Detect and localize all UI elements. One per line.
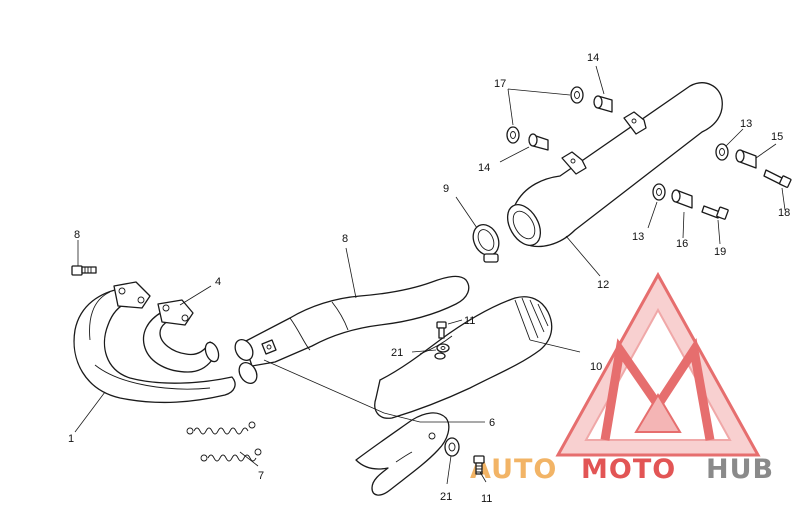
part-17-grommet-lower — [506, 126, 520, 144]
callout-7: 7 — [258, 470, 264, 482]
part-11-screw-lower — [473, 455, 485, 475]
part-4-rear-header-pipe — [142, 299, 220, 373]
part-17-grommet-upper — [570, 86, 584, 104]
callout-13-upper: 13 — [740, 118, 752, 130]
callout-11-lower: 11 — [481, 493, 492, 505]
part-12-silencer — [506, 82, 723, 248]
automotohub-logo — [555, 271, 761, 457]
watermark-hub: HUB — [706, 454, 774, 485]
callout-labels: 8 1 4 7 8 6 9 10 11 21 11 21 12 13 13 14… — [68, 52, 790, 505]
callout-11-upper: 11 — [464, 315, 475, 327]
callout-16: 16 — [676, 238, 688, 250]
callout-15: 15 — [771, 131, 783, 143]
part-18-bolt — [763, 169, 792, 188]
callout-6: 8 — [74, 229, 80, 241]
callout-13-lower: 13 — [632, 231, 644, 243]
callout-4: 4 — [215, 276, 221, 288]
callout-19: 19 — [714, 246, 726, 258]
part-21-washer-lower — [444, 437, 460, 457]
callout-12: 12 — [597, 279, 609, 291]
callout-14-lower: 14 — [478, 162, 490, 174]
callout-14-upper: 14 — [587, 52, 599, 64]
part-14-spacer-lower — [528, 133, 549, 151]
callout-8: 8 — [342, 233, 348, 245]
part-19-bolt — [701, 205, 729, 220]
part-16-spacer — [671, 189, 693, 209]
part-7-springs — [186, 421, 262, 462]
callout-18: 18 — [778, 207, 790, 219]
callout-5: 6 — [489, 417, 495, 429]
part-21-washer-upper — [434, 343, 450, 360]
part-9-clamp — [472, 223, 500, 263]
part-5-bracket — [355, 412, 450, 496]
part-6-stud — [71, 265, 97, 276]
part-13-washer-lower — [652, 183, 666, 201]
part-15-spacer — [735, 149, 757, 169]
callout-17: 17 — [494, 78, 506, 90]
watermark-moto: MOTO — [581, 454, 676, 485]
callout-21-upper: 21 — [391, 347, 403, 359]
callout-9: 9 — [443, 183, 449, 195]
leader-lines — [74, 65, 786, 485]
part-1-front-header-pipe — [73, 281, 236, 404]
callout-1: 1 — [68, 433, 74, 445]
callout-21-lower: 21 — [440, 491, 452, 503]
part-13-washer-upper — [715, 143, 729, 161]
part-8-collector-pipe — [234, 275, 470, 384]
callout-10: 10 — [590, 361, 602, 373]
part-11-screw-upper — [436, 321, 447, 339]
part-14-spacer-upper — [593, 95, 613, 113]
